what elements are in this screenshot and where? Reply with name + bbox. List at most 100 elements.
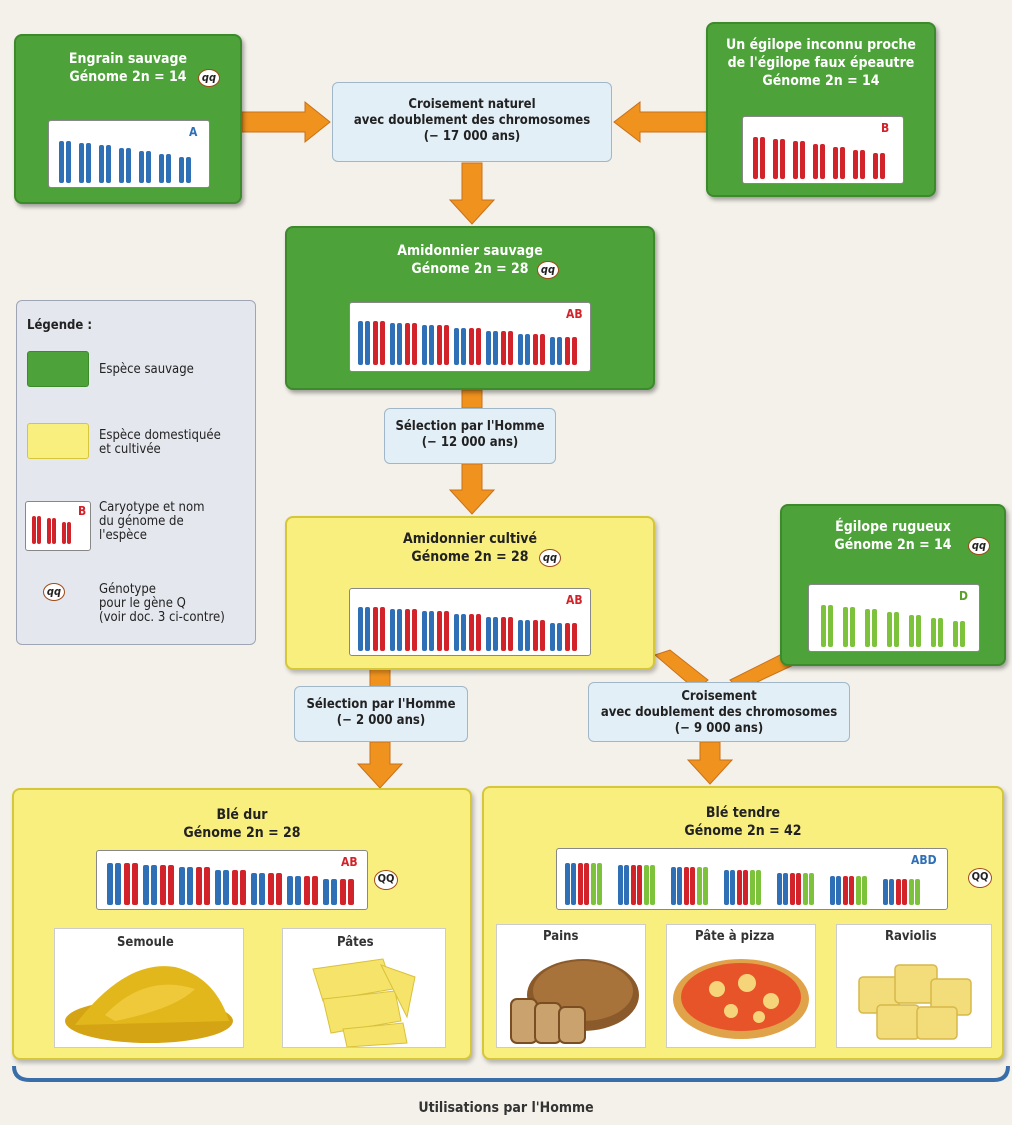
arrow-amidonnier-to-selection: [461, 389, 483, 409]
cross-line2: avec doublement des chromosomes: [353, 113, 591, 128]
species-name: Blé tendre: [705, 805, 781, 821]
legend-karyotype-text: Caryotype et nom du génome de l'espèce: [99, 501, 205, 543]
pains-image: [510, 959, 639, 1044]
cross-line1: Croisement naturel: [408, 97, 536, 112]
legend-panel: Légende : Espèce sauvage Espèce domestiq…: [16, 300, 256, 645]
croisement-naturel-bubble: Croisement naturel avec doublement des c…: [332, 82, 612, 162]
genotype-badge: QQ: [374, 870, 398, 890]
legend-geno-line2: pour le gène Q: [99, 596, 186, 611]
selection-1-bubble: Sélection par l'Homme (− 12 000 ans): [384, 408, 556, 464]
pains-label: Pains: [543, 929, 579, 944]
chromosomes: [59, 141, 191, 183]
genome-label: D: [959, 589, 968, 603]
croisement-2-bubble: Croisement avec doublement des chromosom…: [588, 682, 850, 742]
ble-dur-title: Blé dur Génome 2n = 28: [14, 806, 470, 842]
genome-label: B: [881, 121, 890, 135]
legend-genotype-text: Génotype pour le gène Q (voir doc. 3 ci-…: [99, 583, 225, 625]
genome-count: Génome 2n = 28: [411, 549, 529, 565]
legend-karyo-line3: l'espèce: [99, 528, 148, 543]
ble-tendre-title: Blé tendre Génome 2n = 42: [484, 804, 1002, 840]
legend-wild-swatch: [27, 351, 89, 387]
karyotype: AB: [96, 850, 368, 910]
selection-date: (− 2 000 ans): [336, 713, 426, 728]
amidonnier-sauvage-title: Amidonnier sauvage Génome 2n = 28: [287, 242, 653, 278]
karyotype: B: [742, 116, 904, 184]
cross-date: (− 9 000 ans): [674, 721, 764, 736]
genome-label: A: [189, 125, 198, 139]
genotype-badge: qq: [537, 261, 559, 279]
egilope-inconnu-box: Un égilope inconnu proche de l'égilope f…: [706, 22, 936, 197]
pains-photo: Pains: [496, 924, 646, 1048]
engrain-title: Engrain sauvage Génome 2n = 14: [16, 50, 240, 86]
arrow-selection-to-cultive: [448, 463, 496, 515]
genotype-badge: qq: [968, 537, 990, 555]
legend-wild-text: Espèce sauvage: [99, 362, 194, 377]
legend-domestic-text: Espèce domestiquée et cultivée: [99, 429, 221, 457]
legend-domestic-line2: et cultivée: [99, 442, 161, 457]
footer-label: Utilisations par l'Homme: [418, 1100, 594, 1116]
genome-label: AB: [566, 307, 583, 321]
genotype-badge: qq: [539, 549, 561, 567]
species-name: Engrain sauvage: [68, 51, 188, 67]
genotype-badge: QQ: [968, 868, 992, 888]
genome-count: Génome 2n = 14: [834, 537, 952, 553]
legend-karyo-label: B: [78, 504, 87, 518]
karyotype: A: [48, 120, 210, 188]
karyotype: D: [808, 584, 980, 652]
engrain-sauvage-box: Engrain sauvage Génome 2n = 14 qq A: [14, 34, 242, 204]
arrow-egilope-to-cross: [613, 100, 709, 144]
selection-date: (− 12 000 ans): [421, 435, 519, 450]
species-name: Blé dur: [216, 807, 268, 823]
legend-genotype-symbol: qq: [43, 583, 65, 601]
genome-count: Génome 2n = 14: [69, 69, 187, 85]
species-name: Égilope rugueux: [835, 519, 951, 535]
legend-domestic-swatch: [27, 423, 89, 459]
genome-count: Génome 2n = 28: [411, 261, 529, 277]
arrow-engrain-to-cross: [241, 100, 331, 144]
semoule-photo: Semoule: [54, 928, 244, 1048]
species-name-line2: de l'égilope faux épeautre: [727, 55, 915, 71]
chromosomes: [358, 607, 577, 651]
chromosomes: [358, 321, 577, 365]
karyotype: AB: [349, 588, 591, 656]
amidonnier-sauvage-box: Amidonnier sauvage Génome 2n = 28 qq AB: [285, 226, 655, 390]
legend-geno-line1: Génotype: [99, 582, 156, 597]
genotype-badge: qq: [198, 69, 220, 87]
cross-line2: avec doublement des chromosomes: [600, 705, 838, 720]
amidonnier-cultive-title: Amidonnier cultivé Génome 2n = 28: [287, 530, 653, 566]
genome-label: AB: [566, 593, 583, 607]
selection-line1: Sélection par l'Homme: [395, 419, 545, 434]
legend-domestic-line1: Espèce domestiquée: [99, 428, 221, 443]
arrow-cross-to-amidonnier: [448, 162, 496, 225]
genome-count: Génome 2n = 14: [762, 73, 880, 89]
semoule-label: Semoule: [117, 935, 174, 950]
ble-dur-box: Blé dur Génome 2n = 28 AB QQ: [12, 788, 472, 1060]
pates-image: [312, 958, 416, 1048]
karyotype: AB: [349, 302, 591, 372]
legend-chromosomes: [32, 516, 71, 544]
species-name: Amidonnier sauvage: [397, 243, 543, 259]
cross-line1: Croisement: [681, 689, 757, 704]
selection-2-bubble: Sélection par l'Homme (− 2 000 ans): [294, 686, 468, 742]
usage-bracket: [12, 1065, 1010, 1082]
genome-line: Génome 2n = 14: [16, 68, 240, 86]
chromosomes: [107, 863, 354, 905]
chromosomes: [565, 863, 920, 905]
arrow-cultive-to-cross2: [654, 649, 709, 691]
genome-label: ABD: [911, 853, 937, 867]
legend-title: Légende :: [27, 318, 93, 333]
raviolis-photo: Raviolis: [836, 924, 992, 1048]
selection-line1: Sélection par l'Homme: [306, 697, 456, 712]
pates-photo: Pâtes: [282, 928, 446, 1048]
legend-karyo-line1: Caryotype et nom: [99, 500, 205, 515]
chromosomes: [821, 605, 965, 647]
species-name-line1: Un égilope inconnu proche: [726, 37, 916, 53]
semoule-image: [65, 966, 233, 1043]
pates-label: Pâtes: [337, 935, 374, 950]
legend-geno-line3: (voir doc. 3 ci-contre): [99, 610, 225, 625]
egilope-rugueux-title: Égilope rugueux Génome 2n = 14: [782, 518, 1004, 554]
genome-count: Génome 2n = 28: [183, 825, 301, 841]
genome-count: Génome 2n = 42: [684, 823, 802, 839]
arrow-cultive-to-selection2: [369, 667, 391, 689]
